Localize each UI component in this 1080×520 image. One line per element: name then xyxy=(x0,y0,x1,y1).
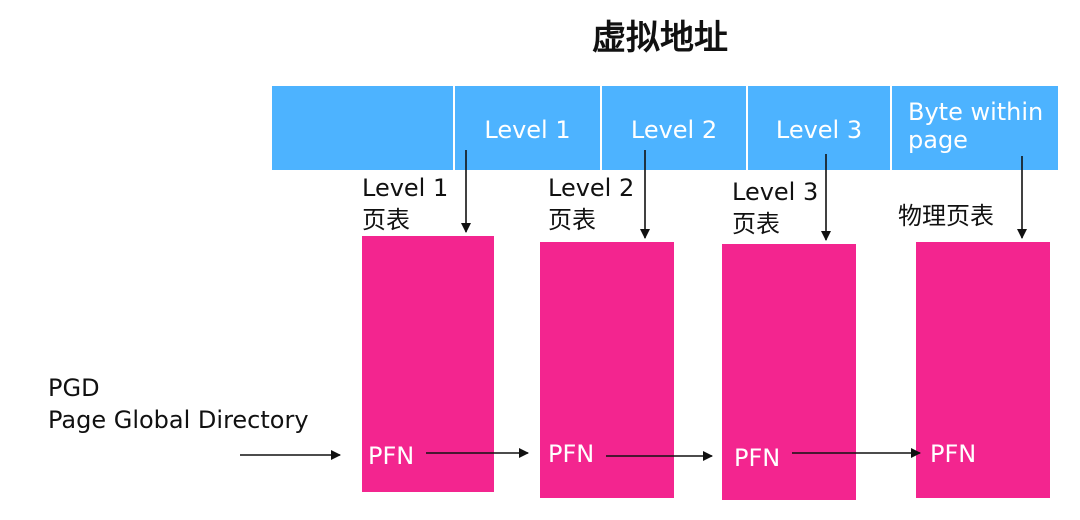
address-segment-level-3: Level 3 xyxy=(746,86,890,170)
pfn-entry-level-1: PFN xyxy=(368,442,415,470)
address-segment-label: Level 2 xyxy=(630,116,718,144)
pfn-entry-physical: PFN xyxy=(930,440,977,468)
table-label-level-2: Level 2 页表 xyxy=(548,172,634,236)
table-label-line: 物理页表 xyxy=(898,202,994,230)
address-segment-unused xyxy=(272,86,453,170)
address-segment-level-2: Level 2 xyxy=(600,86,746,170)
table-label-level-1: Level 1 页表 xyxy=(362,172,448,236)
pgd-abbr: PGD xyxy=(48,374,100,402)
table-label-line: 页表 xyxy=(362,206,410,234)
diagram-title: 虚拟地址 xyxy=(592,18,728,58)
page-table-level-1 xyxy=(362,236,494,492)
address-segment-label: Level 3 xyxy=(775,116,863,144)
address-segment-label: Level 1 xyxy=(484,116,571,144)
table-label-physical: 物理页表 xyxy=(898,200,994,232)
table-label-line: Level 2 xyxy=(548,174,635,202)
virtual-address-bar: Level 1 Level 2 Level 3 Byte within page xyxy=(272,86,1058,170)
address-segment-byte-offset: Byte within page xyxy=(890,86,1058,170)
pgd-full-name: Page Global Directory xyxy=(48,406,309,434)
page-table-physical xyxy=(916,242,1050,498)
pfn-entry-level-3: PFN xyxy=(734,444,781,472)
table-label-line: 页表 xyxy=(732,210,780,238)
table-label-level-3: Level 3 页表 xyxy=(732,176,818,240)
page-table-level-3 xyxy=(722,244,856,500)
table-label-line: Level 3 xyxy=(732,178,819,206)
pfn-entry-level-2: PFN xyxy=(548,440,595,468)
table-label-line: Level 1 xyxy=(362,174,449,202)
address-segment-label: Byte within page xyxy=(908,98,1044,154)
table-label-line: 页表 xyxy=(548,206,596,234)
pgd-label: PGD Page Global Directory xyxy=(48,372,309,436)
address-segment-level-1: Level 1 xyxy=(453,86,600,170)
